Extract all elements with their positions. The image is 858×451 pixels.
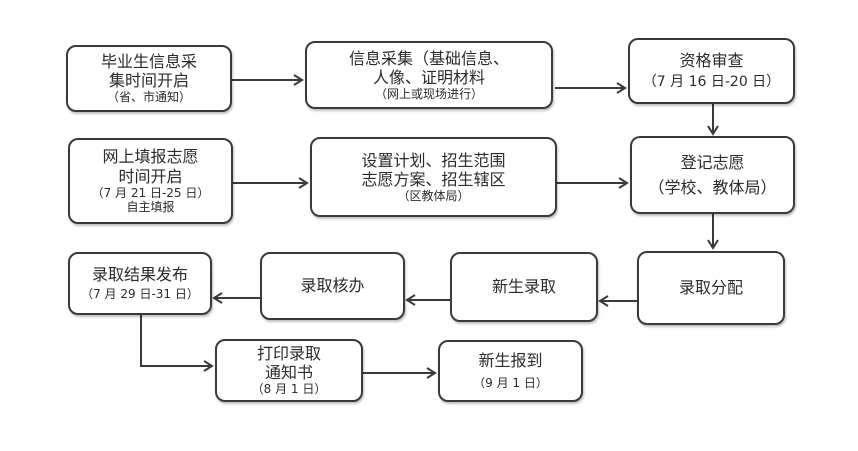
node-note: 自主填报 (126, 200, 175, 215)
node-note: （7 月 16 日-20 日） (642, 74, 781, 91)
node-title-line: 时间开启 (118, 166, 183, 186)
node-graduate-info-open: 毕业生信息采 集时间开启 （省、市通知） (66, 45, 232, 112)
node-title-line: 信息采集（基础信息、 (348, 48, 509, 68)
node-title-line: 资格审查 (679, 51, 744, 70)
node-note: （8 月 1 日） (251, 382, 327, 397)
node-qualification-review: 资格审查 （7 月 16 日-20 日） (628, 38, 795, 104)
node-plan-setup: 设置计划、招生范围 志愿方案、招生辖区 （区教体局） (310, 137, 557, 217)
node-note: （学校、教体局） (648, 178, 777, 197)
arrow-publish-to-print (140, 315, 214, 372)
node-result-publish: 录取结果发布 （7 月 29 日-31 日） (68, 252, 212, 315)
node-title-line: 毕业生信息采 (100, 52, 197, 72)
node-info-collection: 信息采集（基础信息、 人像、证明材料 （网上或现场进行） (305, 41, 553, 109)
node-title-line: 录取结果发布 (91, 265, 188, 285)
node-note: （区教体局） (397, 188, 470, 203)
node-online-application-open: 网上填报志愿 时间开启 （7 月 21 日-25 日） 自主填报 (68, 138, 233, 224)
node-title-line: 录取核办 (300, 276, 365, 296)
node-admission-verify: 录取核办 (260, 252, 405, 320)
node-title-line: 录取分配 (678, 278, 743, 298)
node-note: （7 月 21 日-25 日） (91, 185, 210, 200)
node-title-line: 设置计划、招生范围 (361, 150, 506, 170)
node-note: （省、市通知） (106, 90, 191, 105)
node-title-line: 志愿方案、招生辖区 (361, 169, 506, 189)
node-title-line: 新生报到 (478, 351, 543, 371)
node-title-line: 集时间开启 (108, 71, 189, 91)
node-title-line: 网上填报志愿 (102, 147, 199, 167)
node-title-line: 新生录取 (491, 277, 556, 297)
node-title-line: 打印录取 (256, 344, 321, 364)
node-student-report: 新生报到 （9 月 1 日） (438, 340, 583, 402)
node-title-line: 人像、证明材料 (372, 67, 485, 87)
node-note: （7 月 29 日-31 日） (81, 287, 199, 302)
node-print-notice: 打印录取 通知书 （8 月 1 日） (215, 339, 363, 402)
node-title-line: 登记志愿 (680, 152, 745, 172)
node-title-line: 通知书 (264, 363, 313, 383)
node-note: （9 月 1 日） (473, 376, 548, 391)
node-new-student-admission: 新生录取 (450, 252, 598, 322)
node-register-choice: 登记志愿 （学校、教体局） (630, 136, 795, 214)
node-admission-allocation: 录取分配 (637, 251, 785, 325)
node-note: （网上或现场进行） (374, 86, 483, 101)
